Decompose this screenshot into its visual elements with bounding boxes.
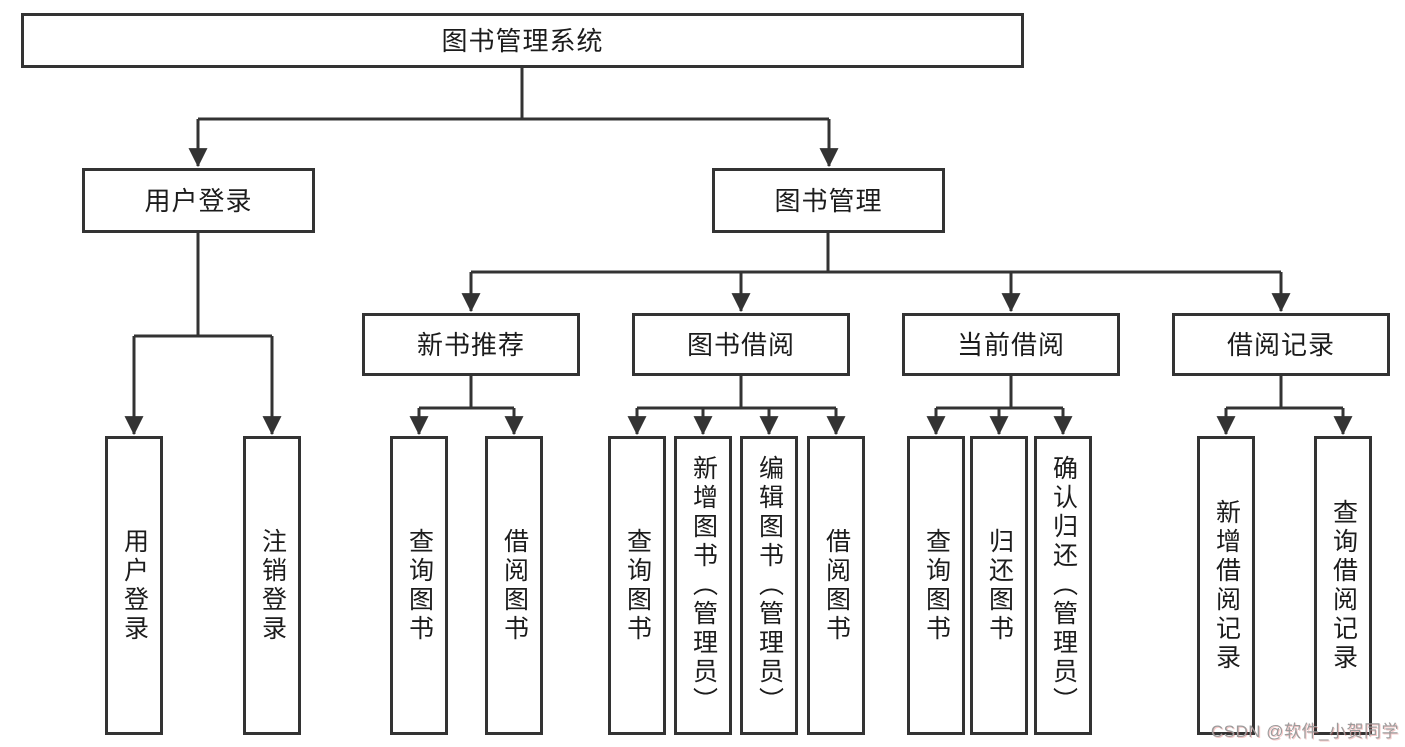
leaf-logout: 注销登录 bbox=[243, 436, 301, 735]
leaf-logout-label: 注销登录 bbox=[258, 527, 287, 644]
leaf-user-login-label: 用户登录 bbox=[120, 527, 149, 644]
node-new-book-recommend: 新书推荐 bbox=[362, 313, 580, 376]
node-borrow-records: 借阅记录 bbox=[1172, 313, 1390, 376]
node-book-borrow: 图书借阅 bbox=[632, 313, 850, 376]
leaf-current-query-book-label: 查询图书 bbox=[922, 527, 951, 644]
leaf-borrow-query-book-label: 查询图书 bbox=[623, 527, 652, 644]
leaf-newbooks-query-book-label: 查询图书 bbox=[405, 527, 434, 644]
leaf-borrow-borrow-book-label: 借阅图书 bbox=[822, 527, 851, 644]
connector-newbooks-to-children bbox=[409, 376, 524, 436]
leaf-newbooks-borrow-book-label: 借阅图书 bbox=[500, 527, 529, 644]
leaf-borrow-add-book-admin-label: 新增图书（管理员） bbox=[689, 455, 718, 716]
csdn-watermark: CSDN @软件_小贺同学 bbox=[1210, 722, 1399, 741]
leaf-borrow-add-book-admin: 新增图书（管理员） bbox=[674, 436, 732, 735]
node-book-management-label: 图书管理 bbox=[774, 185, 883, 216]
leaf-current-return-book-label: 归还图书 bbox=[985, 527, 1014, 644]
leaf-borrow-query-book: 查询图书 bbox=[608, 436, 666, 735]
connector-borrowrecords-to-children bbox=[1216, 376, 1353, 436]
leaf-records-add-record-label: 新增借阅记录 bbox=[1212, 498, 1241, 673]
node-user-login-label: 用户登录 bbox=[144, 185, 253, 216]
leaf-borrow-edit-book-admin: 编辑图书（管理员） bbox=[740, 436, 798, 735]
connector-bookborrow-to-children bbox=[627, 376, 846, 436]
connector-root-to-level2 bbox=[188, 68, 839, 168]
connector-userlogin-to-children bbox=[124, 233, 282, 436]
node-book-management: 图书管理 bbox=[712, 168, 945, 233]
leaf-current-return-book: 归还图书 bbox=[970, 436, 1028, 735]
leaf-borrow-edit-book-admin-label: 编辑图书（管理员） bbox=[755, 455, 784, 716]
node-root-system: 图书管理系统 bbox=[21, 13, 1024, 68]
leaf-current-query-book: 查询图书 bbox=[907, 436, 965, 735]
node-book-borrow-label: 图书借阅 bbox=[686, 329, 795, 360]
leaf-records-query-record-label: 查询借阅记录 bbox=[1329, 498, 1358, 673]
node-current-borrow-label: 当前借阅 bbox=[956, 329, 1065, 360]
node-new-book-recommend-label: 新书推荐 bbox=[416, 329, 525, 360]
leaf-current-confirm-return-admin-label: 确认归还（管理员） bbox=[1049, 455, 1078, 716]
leaf-newbooks-borrow-book: 借阅图书 bbox=[485, 436, 543, 735]
leaf-records-query-record: 查询借阅记录 bbox=[1314, 436, 1372, 735]
node-borrow-records-label: 借阅记录 bbox=[1226, 329, 1335, 360]
connector-bookmgmt-to-level3 bbox=[461, 233, 1291, 313]
node-root-system-label: 图书管理系统 bbox=[441, 25, 604, 56]
node-current-borrow: 当前借阅 bbox=[902, 313, 1120, 376]
connector-currentborrow-to-children bbox=[926, 376, 1073, 436]
leaf-records-add-record: 新增借阅记录 bbox=[1197, 436, 1255, 735]
leaf-borrow-borrow-book: 借阅图书 bbox=[807, 436, 865, 735]
leaf-current-confirm-return-admin: 确认归还（管理员） bbox=[1034, 436, 1092, 735]
leaf-newbooks-query-book: 查询图书 bbox=[390, 436, 448, 735]
node-user-login: 用户登录 bbox=[82, 168, 315, 233]
leaf-user-login: 用户登录 bbox=[105, 436, 163, 735]
